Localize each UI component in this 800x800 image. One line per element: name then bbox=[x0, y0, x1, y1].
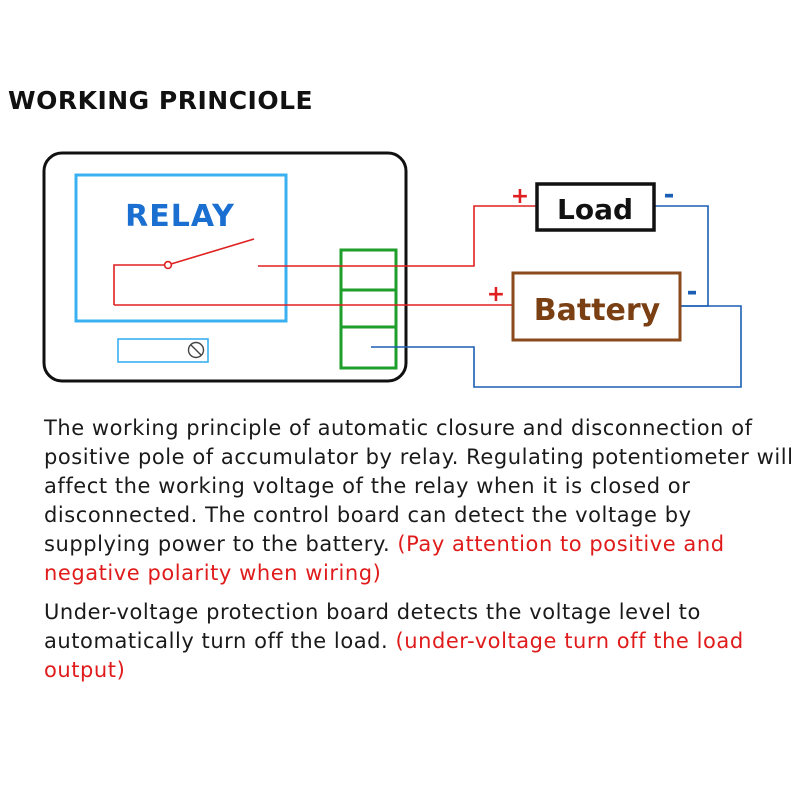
relay-label: RELAY bbox=[125, 199, 235, 234]
description-text-2: Under-voltage protection board detects t… bbox=[44, 600, 701, 653]
module-board bbox=[42, 151, 408, 383]
battery-box bbox=[511, 271, 682, 342]
description-paragraph-2: Under-voltage protection board detects t… bbox=[44, 598, 796, 685]
under-voltage-note: (under-voltage turn off the load output) bbox=[44, 629, 744, 682]
load-box bbox=[535, 182, 656, 232]
wiring-diagram: RELAY Load + - Battery + - bbox=[42, 151, 742, 388]
potentiometer bbox=[117, 338, 209, 363]
relay-frame bbox=[74, 173, 288, 323]
page-title: WORKING PRINCIOLE bbox=[8, 86, 314, 115]
description-text-1: The working principle of automatic closu… bbox=[44, 416, 794, 556]
battery-negative-sign: - bbox=[687, 277, 698, 307]
load-positive-sign: + bbox=[511, 184, 529, 209]
relay-switch-wire bbox=[113, 264, 165, 305]
description-paragraph-1: The working principle of automatic closu… bbox=[44, 414, 796, 588]
relay-switch-arm bbox=[170, 238, 255, 265]
potentiometer-slot bbox=[190, 344, 202, 356]
load-negative-sign: - bbox=[664, 180, 675, 210]
battery-label: Battery bbox=[534, 293, 661, 328]
relay-pivot-contact bbox=[163, 260, 173, 270]
polarity-warning-note: (Pay attention to positive and negative … bbox=[44, 532, 725, 585]
battery-positive-sign: + bbox=[487, 282, 505, 307]
wire-battery-negative-to-board bbox=[371, 305, 742, 388]
terminal-block bbox=[339, 248, 398, 370]
load-label: Load bbox=[557, 193, 633, 226]
wire-relay-to-load-positive bbox=[258, 205, 537, 267]
